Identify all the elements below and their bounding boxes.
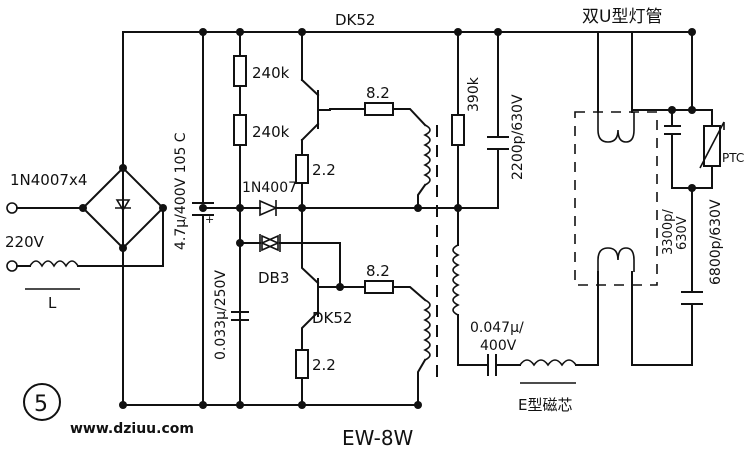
figure-number-circle (23, 383, 61, 421)
label-bridge: 1N4007x4 (10, 171, 87, 189)
label-c033: 0.033μ/250V (213, 270, 229, 360)
transistor-q1 (295, 31, 366, 209)
junction-dots (79, 28, 696, 409)
ac-terminal-1 (6, 202, 18, 214)
ac-terminal-2 (6, 260, 18, 272)
label-v220: 220V (5, 233, 45, 251)
resistor-390k (451, 31, 465, 209)
label-rb2: 8.2 (366, 262, 390, 280)
filament-top (597, 112, 635, 143)
label-r390: 390k (466, 76, 482, 112)
label-ptc: PTC (722, 151, 744, 165)
label-rb1: 8.2 (366, 84, 390, 102)
diac-db3 (239, 234, 341, 252)
label-r1: 240k (252, 64, 290, 82)
lamp-outline (574, 111, 658, 286)
diode-1n4007 (259, 199, 278, 217)
resistor-240k-chain (233, 31, 247, 406)
label-cin-plus: + (205, 213, 214, 226)
label-dk52-top: DK52 (335, 11, 375, 29)
capacitor-0u033 (231, 311, 249, 321)
resistor-8r2-top (364, 102, 394, 116)
coil-output (452, 244, 460, 316)
label-diac: DB3 (258, 269, 289, 287)
capacitor-3300p (664, 125, 681, 135)
figure-number: 5 (34, 392, 48, 417)
bridge-rectifier (81, 31, 165, 406)
model-title: EW-8W (342, 426, 414, 450)
label-lamp-title: 双U型灯管 (582, 7, 662, 27)
e-core-inductor (519, 359, 577, 367)
capacitor-2200p (487, 31, 509, 209)
capacitor-4u7 (192, 31, 214, 406)
input-inductor (29, 260, 79, 268)
label-c047-b: 400V (480, 338, 517, 354)
label-c047-a: 0.047μ/ (470, 320, 524, 336)
coil-2 (423, 299, 431, 361)
capacitor-6800p (681, 291, 703, 305)
label-re1: 2.2 (312, 161, 336, 179)
label-c6800: 6800p/630V (708, 199, 724, 285)
capacitor-0u047 (487, 354, 497, 376)
label-diode: 1N4007 (242, 180, 297, 196)
label-cin: 4.7μ/400V 105 C (173, 132, 189, 250)
label-c3300-b: 630V (675, 216, 690, 250)
transistor-q2 (295, 207, 366, 406)
website-watermark: www.dziuu.com (70, 421, 194, 437)
filament-bottom (597, 247, 635, 272)
coil-1 (423, 124, 431, 186)
label-core: E型磁芯 (518, 396, 572, 414)
resistor-8r2-bottom (364, 280, 394, 294)
label-r2: 240k (252, 123, 290, 141)
label-inductor-in: L (48, 294, 57, 312)
label-c2200: 2200p/630V (510, 94, 526, 180)
label-c3300-a: 3300p/ (661, 209, 676, 255)
label-q2: DK52 (312, 309, 352, 327)
label-re2: 2.2 (312, 356, 336, 374)
